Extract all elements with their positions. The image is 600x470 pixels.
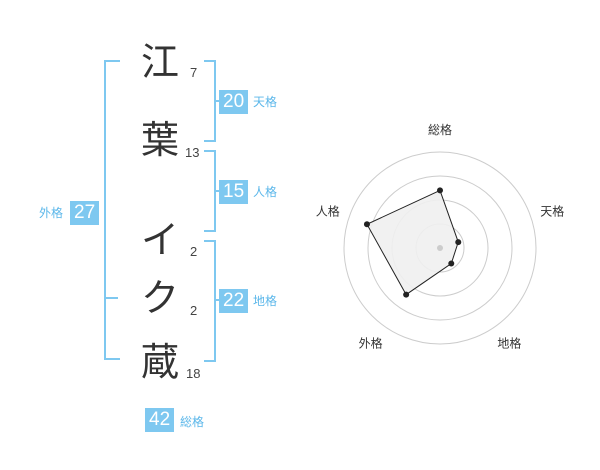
- radar-grid-ring-4: [343, 151, 537, 345]
- radar-axis-label-3: 地格: [497, 335, 521, 350]
- radar-point-4: [403, 291, 410, 298]
- name-char-4: ク: [140, 276, 179, 320]
- jinkaku-connector: [214, 190, 220, 192]
- name-char-2: 葉: [140, 118, 179, 162]
- soukaku-label: 総格: [180, 415, 205, 429]
- radar-series-area: [366, 189, 459, 296]
- name-char-5: 蔵: [140, 340, 179, 384]
- gaikaku-bracket: [104, 60, 120, 360]
- stroke-count-5: 18: [186, 366, 201, 381]
- radar-point-5: [363, 221, 370, 228]
- radar-axis-label-5: 人格: [316, 204, 340, 219]
- radar-point-3: [448, 260, 455, 267]
- tenkaku-label: 天格: [253, 95, 278, 109]
- stroke-count-1: 7: [190, 65, 198, 80]
- jinkaku-label: 人格: [253, 185, 278, 199]
- radar-point-1: [437, 187, 443, 194]
- chikaku-label: 地格: [253, 294, 278, 308]
- chikaku-connector: [214, 299, 220, 301]
- tenkaku-connector: [214, 100, 220, 102]
- stroke-count-4: 2: [190, 303, 198, 318]
- tenkaku-value: 20: [219, 90, 249, 114]
- gaikaku-label: 外格: [39, 206, 64, 220]
- stroke-count-3: 2: [190, 244, 198, 259]
- radar-grid-ring-3: [367, 175, 513, 321]
- name-char-1: 江: [140, 40, 179, 84]
- chikaku-bracket: [204, 240, 216, 362]
- soukaku-value: 42: [145, 408, 175, 432]
- jinkaku-value: 15: [219, 180, 249, 204]
- radar-center-point: [437, 245, 443, 251]
- radar-point-2: [455, 239, 462, 246]
- chikaku-value: 22: [219, 289, 249, 313]
- radar-axis-label-2: 天格: [540, 204, 564, 219]
- gaikaku-value: 27: [70, 201, 100, 225]
- name-char-3: イ: [140, 218, 179, 262]
- radar-axis-label-1: 総格: [428, 122, 452, 137]
- gaikaku-bracket-tick: [104, 297, 118, 299]
- stroke-count-2: 13: [185, 145, 200, 160]
- radar-axis-label-4: 外格: [359, 335, 383, 350]
